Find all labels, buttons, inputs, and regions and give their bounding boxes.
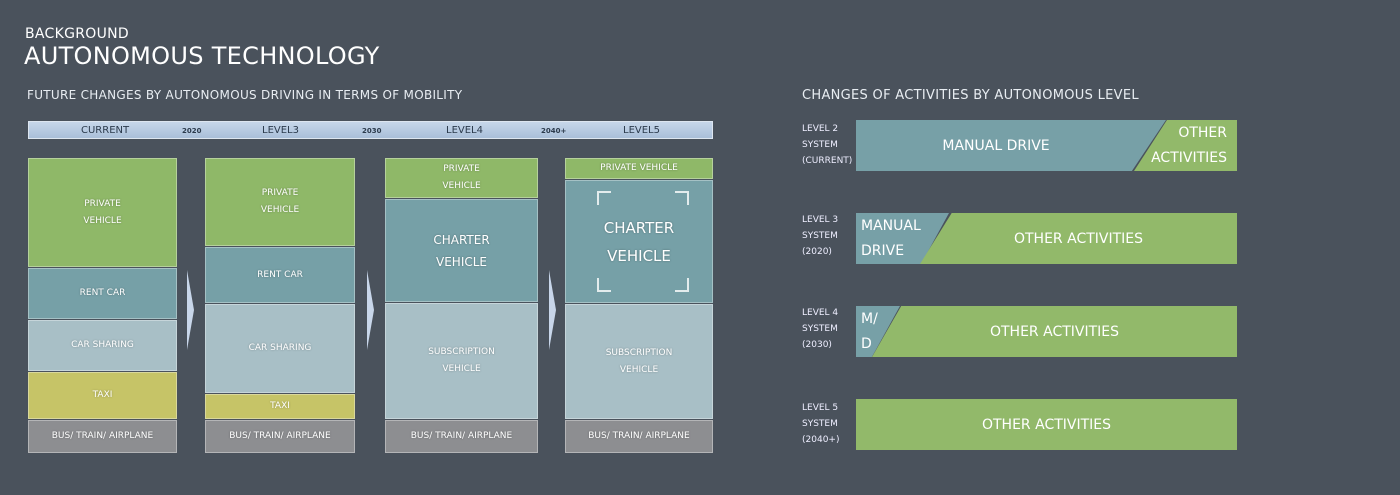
segment-private-vehicle: PRIVATE VEHICLE [205,158,355,246]
year-label: 2020 [182,127,202,135]
segment-charter-vehicle: CHARTER VEHICLE [385,199,538,302]
segment-private-vehicle: PRIVATE VEHICLE [28,158,177,267]
segment-bus-train-airplane: BUS/ TRAIN/ AIRPLANE [28,420,177,453]
stage-label: LEVEL3 [262,125,299,136]
other-activities-share: OTHER ACTIVITIES [856,399,1237,450]
year-label: 2040+ [541,127,567,135]
page-title: AUTONOMOUS TECHNOLOGY [24,42,380,70]
segment-car-sharing: CAR SHARING [205,304,355,393]
segment-private-vehicle: PRIVATE VEHICLE [385,158,538,198]
stage-label: LEVEL5 [623,125,660,136]
segment-taxi: TAXI [205,394,355,419]
activity-bar-level5: OTHER ACTIVITIES [856,399,1237,450]
segment-rent-car: RENT CAR [28,268,177,319]
other-activities-share: OTHER ACTIVITIES [920,213,1237,264]
arrow-right-icon [367,270,374,350]
timeline-bar: CURRENT 2020 LEVEL3 2030 LEVEL4 2040+ LE… [28,121,713,139]
year-label: 2030 [362,127,382,135]
segment-subscription-vehicle: SUBSCRIPTION VEHICLE [565,304,713,419]
other-activities-share: OTHER ACTIVITIES [1134,120,1237,171]
left-title: FUTURE CHANGES BY AUTONOMOUS DRIVING IN … [27,88,463,102]
segment-private-vehicle: PRIVATE VEHICLE [565,158,713,179]
segment-bus-train-airplane: BUS/ TRAIN/ AIRPLANE [565,420,713,453]
segment-subscription-vehicle: SUBSCRIPTION VEHICLE [385,303,538,419]
stage-label: LEVEL4 [446,125,483,136]
activity-bar-level2: MANUAL DRIVE OTHER ACTIVITIES [856,120,1237,171]
focus-frame-icon [597,191,689,292]
segment-taxi: TAXI [28,372,177,419]
arrow-right-icon [549,270,556,350]
segment-car-sharing: CAR SHARING [28,320,177,371]
manual-drive-share: MANUAL DRIVE [856,120,1166,171]
section-label: BACKGROUND [25,26,129,42]
right-title: CHANGES OF ACTIVITIES BY AUTONOMOUS LEVE… [802,88,1139,103]
other-activities-share: OTHER ACTIVITIES [872,306,1237,357]
segment-bus-train-airplane: BUS/ TRAIN/ AIRPLANE [385,420,538,453]
segment-rent-car: RENT CAR [205,247,355,303]
activity-bar-level3: MANUAL DRIVE OTHER ACTIVITIES [856,213,1237,264]
arrow-right-icon [187,270,194,350]
segment-bus-train-airplane: BUS/ TRAIN/ AIRPLANE [205,420,355,453]
stage-label: CURRENT [81,125,130,136]
activity-bar-level4: M/ D OTHER ACTIVITIES [856,306,1237,357]
